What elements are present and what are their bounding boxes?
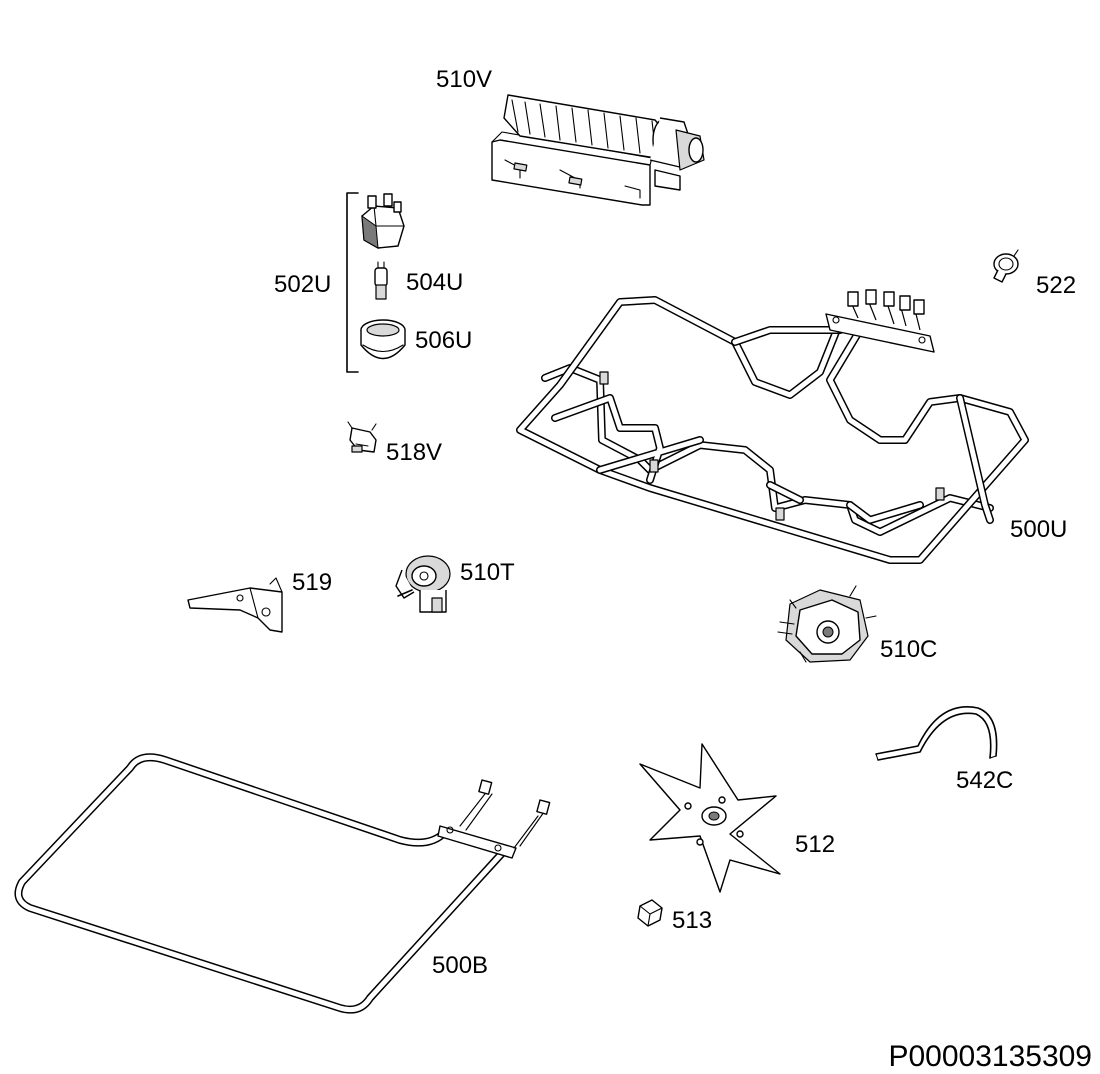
part-fan-blade-512 bbox=[639, 743, 781, 893]
label-542C: 542C bbox=[956, 767, 1013, 794]
label-500U: 500U bbox=[1010, 516, 1067, 543]
label-502U: 502U bbox=[274, 271, 331, 298]
part-motor-510C bbox=[777, 585, 877, 663]
label-519: 519 bbox=[292, 569, 332, 596]
label-500B: 500B bbox=[432, 952, 488, 979]
part-spring-clip-542C bbox=[875, 706, 998, 761]
label-510T: 510T bbox=[460, 559, 515, 586]
part-bottom-element-500B bbox=[14, 753, 551, 1014]
label-504U: 504U bbox=[406, 269, 463, 296]
part-lamp-holder bbox=[361, 193, 405, 249]
group-bracket-502U bbox=[346, 192, 359, 373]
label-506U: 506U bbox=[415, 327, 472, 354]
part-nut-513 bbox=[637, 899, 663, 927]
label-518V: 518V bbox=[386, 439, 442, 466]
label-522: 522 bbox=[1036, 272, 1076, 299]
label-512: 512 bbox=[795, 831, 835, 858]
label-510V: 510V bbox=[436, 66, 492, 93]
part-lamp-cover-506U bbox=[360, 319, 406, 360]
part-bracket-519 bbox=[187, 577, 283, 633]
label-510C: 510C bbox=[880, 636, 937, 663]
part-lamp-bulb-504U bbox=[374, 261, 388, 300]
part-grill-element-500U bbox=[516, 289, 1029, 564]
part-510V-tangential-fan bbox=[491, 94, 705, 206]
part-motor-510T bbox=[395, 555, 451, 613]
part-clip-522 bbox=[993, 249, 1019, 283]
label-513: 513 bbox=[672, 907, 712, 934]
document-number: P00003135309 bbox=[888, 1040, 1092, 1073]
part-clip-518V bbox=[347, 421, 377, 453]
